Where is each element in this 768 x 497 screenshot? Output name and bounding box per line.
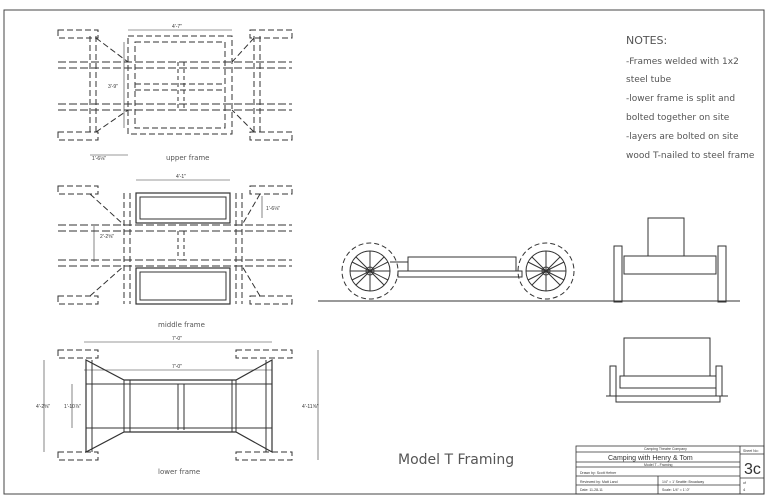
tb-sheet-number: 3c bbox=[744, 461, 761, 478]
lower-dim-top-outer: 7'-0" bbox=[172, 336, 182, 342]
upper-dim-top: 4'-7" bbox=[172, 24, 182, 30]
middle-dim-left: 2'-2⅝" bbox=[100, 234, 114, 240]
drawing-title: Model T Framing bbox=[398, 452, 514, 468]
tb-project: Camping with Henry & Tom bbox=[608, 455, 693, 462]
tb-scale: Scale: 1/4" = 1'-0" bbox=[662, 488, 691, 492]
middle-dim-top: 4'-1" bbox=[176, 174, 186, 180]
lower-dim-top-inner: 7'-0" bbox=[172, 364, 182, 370]
tb-drawn-by: Drawn by: Scott Hefner bbox=[580, 471, 617, 475]
upper-frame-view bbox=[57, 29, 293, 156]
front-elevation-view bbox=[600, 217, 740, 303]
side-elevation-view bbox=[318, 242, 610, 302]
notes-heading: NOTES: bbox=[626, 34, 667, 47]
tb-reviewed-by: Reviewed by: Matt Land bbox=[580, 480, 618, 484]
notes-line-4: bolted together on site bbox=[626, 113, 730, 123]
lower-dim-left-outer: 4'-2⅝" bbox=[36, 404, 50, 410]
notes-line-5: -layers are bolted on site bbox=[626, 132, 739, 142]
sheet-border bbox=[3, 9, 765, 495]
middle-dim-right: 1'-6⅛" bbox=[266, 206, 280, 212]
notes-block: NOTES: -Frames welded with 1x2 steel tub… bbox=[626, 34, 755, 161]
rear-elevation-view bbox=[606, 337, 728, 403]
tb-venue: 1/4" = 1' Seattle: Broadway bbox=[662, 480, 704, 484]
middle-frame-view bbox=[57, 179, 293, 305]
tb-sheet-label: Sheet No: bbox=[743, 449, 759, 453]
upper-dim-side: 3'-9" bbox=[108, 84, 118, 90]
lower-frame-label: lower frame bbox=[158, 468, 200, 476]
tb-company: Camping Theatre Company bbox=[644, 447, 687, 451]
notes-line-3: -lower frame is split and bbox=[626, 94, 735, 104]
notes-line-2: steel tube bbox=[626, 75, 672, 85]
tb-subtitle: Model T - Framing bbox=[644, 463, 673, 467]
upper-frame-label: upper frame bbox=[166, 154, 210, 162]
notes-line-6: wood T-nailed to steel frame bbox=[626, 151, 755, 161]
tb-date: Date: 11-28-11 bbox=[580, 488, 603, 492]
lower-frame-view bbox=[43, 341, 319, 461]
notes-line-1: -Frames welded with 1x2 bbox=[626, 57, 739, 67]
lower-dim-right: 4'-11⅝" bbox=[302, 404, 319, 410]
tb-total: 4 bbox=[743, 487, 746, 492]
title-block bbox=[575, 445, 765, 495]
middle-frame-label: middle frame bbox=[158, 321, 205, 329]
upper-dim-corner: 1'-6⅛" bbox=[92, 156, 106, 162]
tb-of-label: of bbox=[743, 481, 746, 485]
lower-dim-left-inner: 1'-10⅞" bbox=[64, 404, 81, 410]
